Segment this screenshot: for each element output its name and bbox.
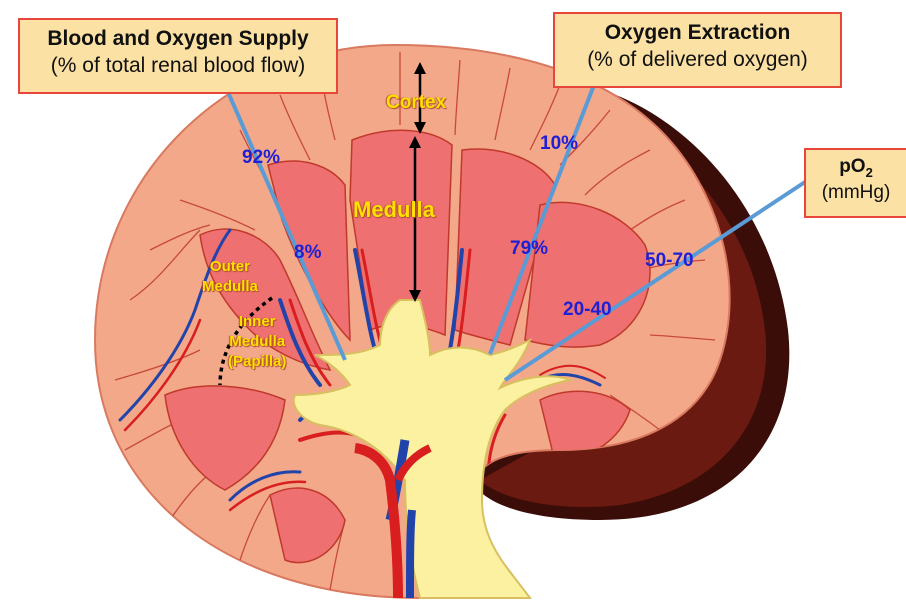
inner-medulla-line-1: Inner — [228, 312, 286, 332]
supply-callout-title: Blood and Oxygen Supply — [20, 26, 336, 53]
inner-medulla-label: Inner Medulla (Papilla) — [228, 312, 286, 372]
extraction-callout-subtitle: (% of delivered oxygen) — [555, 47, 840, 74]
cortex-label: Cortex — [386, 92, 446, 114]
supply-medulla-value: 8% — [294, 242, 321, 264]
po2-callout: pO2 (mmHg) — [804, 148, 906, 218]
supply-cortex-value: 92% — [242, 147, 280, 169]
extraction-callout-title: Oxygen Extraction — [555, 20, 840, 47]
inner-medulla-line-2: Medulla — [228, 332, 286, 352]
extraction-medulla-value: 79% — [510, 238, 548, 260]
po2-callout-subtitle: (mmHg) — [806, 181, 906, 205]
outer-medulla-line-1: Outer — [202, 257, 258, 277]
outer-medulla-line-2: Medulla — [202, 277, 258, 297]
outer-medulla-label: Outer Medulla — [202, 257, 258, 297]
medulla-label: Medulla — [353, 197, 435, 223]
po2-medulla-value: 20-40 — [563, 299, 612, 321]
oxygen-extraction-callout: Oxygen Extraction (% of delivered oxygen… — [553, 12, 842, 88]
extraction-cortex-value: 10% — [540, 133, 578, 155]
inner-medulla-line-3: (Papilla) — [228, 352, 286, 372]
po2-callout-subscript: 2 — [866, 165, 873, 180]
po2-callout-title: pO — [839, 156, 865, 177]
supply-callout-subtitle: (% of total renal blood flow) — [20, 53, 336, 80]
po2-cortex-value: 50-70 — [645, 250, 694, 272]
blood-oxygen-supply-callout: Blood and Oxygen Supply (% of total rena… — [18, 18, 338, 94]
